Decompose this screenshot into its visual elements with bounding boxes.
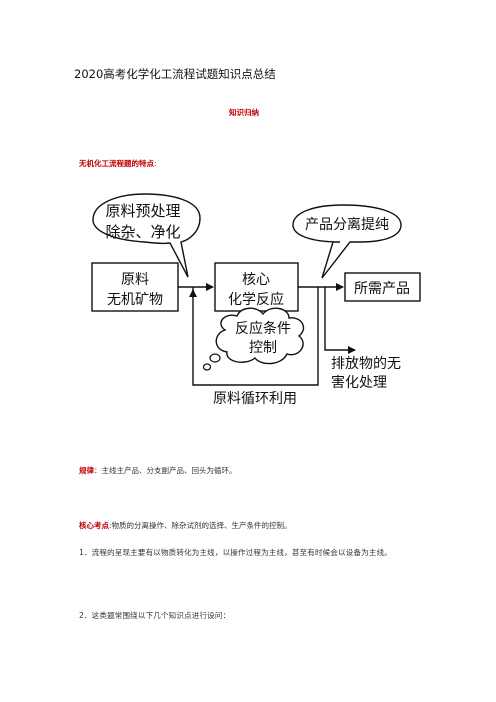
condition-cloud: 反应条件 控制	[202, 307, 305, 371]
condition-label-1: 反应条件	[235, 320, 291, 337]
section-heading-colon: :	[154, 159, 157, 168]
separation-bubble: 产品分离提纯	[292, 204, 402, 279]
product-box: 所需产品	[344, 272, 421, 302]
arrow-waste	[324, 287, 356, 354]
document-title: 2020高考化学化工流程试题知识点总结	[74, 67, 276, 81]
separation-label: 产品分离提纯	[305, 216, 389, 233]
pretreat-label-2: 除杂、净化	[105, 223, 180, 241]
section-heading: 无机化工流程题的特点:	[79, 158, 157, 169]
rule-text: ：主线主产品、分支副产品、回头为循环。	[94, 466, 237, 475]
core-label-2: 化学反应	[228, 291, 284, 308]
recycle-loop-line	[192, 287, 319, 386]
recycle-label: 原料循环利用	[213, 391, 297, 407]
raw-material-box: 原料 无机矿物	[91, 262, 179, 312]
product-label: 所需产品	[354, 281, 410, 297]
summary-heading: 知识归纳	[229, 108, 259, 117]
rule-paragraph: 规律：主线主产品、分支副产品、回头为循环。	[79, 465, 237, 476]
rule-label: 规律	[79, 466, 94, 475]
waste-label-2: 害化处理	[331, 375, 387, 391]
section-heading-text: 无机化工流程题的特点	[79, 159, 154, 168]
paragraph-2: 2．这类题常围绕以下几个知识点进行设问：	[79, 611, 231, 620]
core-reaction-box: 核心 化学反应	[214, 262, 299, 312]
condition-label-2: 控制	[249, 340, 277, 356]
pretreat-label-1: 原料预处理	[105, 202, 180, 220]
key-points-label: 核心考点	[79, 521, 109, 530]
core-label-1: 核心	[242, 272, 270, 288]
process-flow-diagram: 原料预处理 除杂、净化 产品分离提纯 原料 无机矿物 核心 化学反应 所需产品 …	[91, 193, 421, 407]
paragraph-1: 1．流程的呈现主要有以物质转化为主线，以操作过程为主线，甚至有时候会以设备为主线…	[79, 548, 392, 557]
pretreatment-bubble: 原料预处理 除杂、净化	[92, 193, 201, 278]
raw-label-2: 无机矿物	[107, 292, 163, 308]
raw-label-1: 原料	[121, 272, 149, 288]
key-points-text: :物质的分离操作、除杂试剂的选择、生产条件的控制。	[109, 521, 292, 530]
key-points-paragraph: 核心考点:物质的分离操作、除杂试剂的选择、生产条件的控制。	[79, 520, 292, 531]
waste-label-1: 排放物的无	[331, 356, 401, 372]
